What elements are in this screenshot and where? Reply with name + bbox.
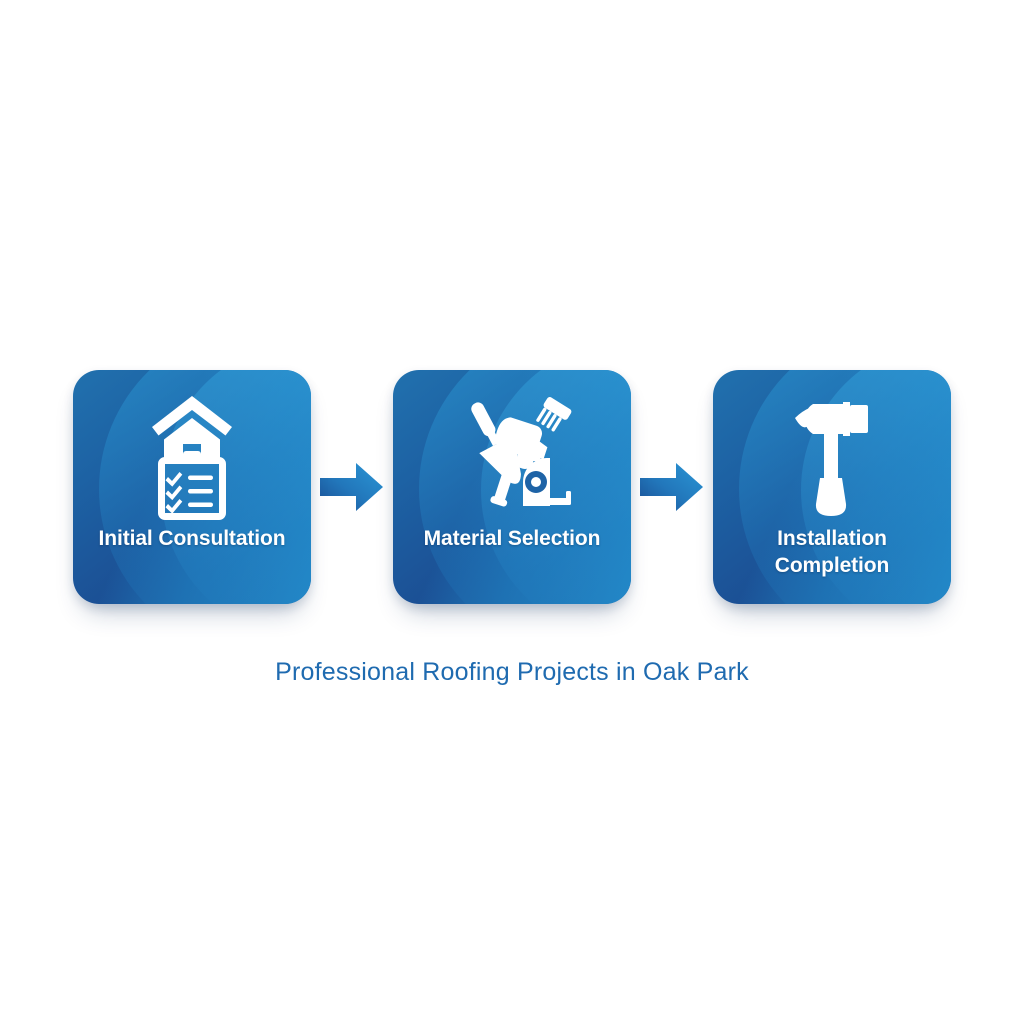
process-step-label-3: Installation Completion [774, 527, 890, 577]
connector-arrow-1 [311, 460, 393, 514]
claw-hammer-icon [789, 392, 875, 522]
trowel-hammer-brush-tape-measure-icon [451, 392, 573, 522]
process-step-card-3[interactable]: Installation Completion [713, 370, 951, 604]
card-body: Initial Consultation [73, 370, 311, 604]
process-step-label-1: Initial Consultation [98, 527, 286, 550]
card-body: Material Selection [393, 370, 631, 604]
process-step-card-2[interactable]: Material Selection [393, 370, 631, 604]
process-step-card-1[interactable]: Initial Consultation [73, 370, 311, 604]
infographic-caption: Professional Roofing Projects in Oak Par… [275, 658, 749, 686]
process-step-label-2: Material Selection [423, 527, 601, 550]
card-body: Installation Completion [713, 370, 951, 604]
process-steps-row: Initial Consultation [0, 370, 1024, 604]
house-with-clipboard-checklist-icon [146, 392, 238, 522]
connector-arrow-2 [631, 460, 713, 514]
